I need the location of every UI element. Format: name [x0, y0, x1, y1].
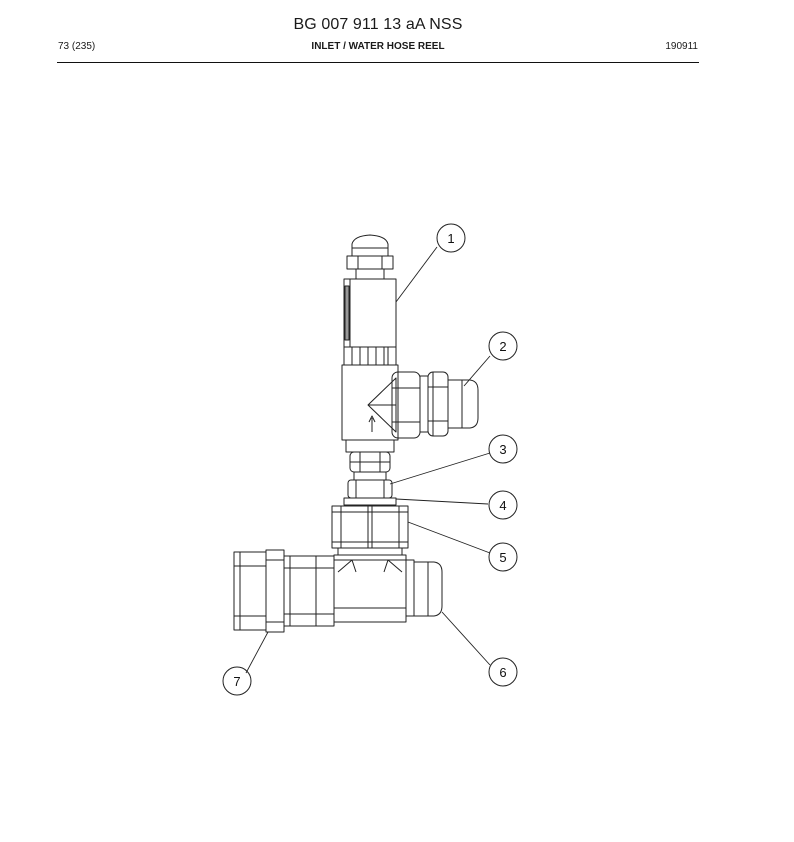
tee-connector-left	[233, 549, 335, 633]
document-code: 190911	[665, 41, 698, 52]
page-number: 73 (235)	[58, 41, 96, 52]
callout-3: 3	[488, 434, 518, 464]
valve-tee	[341, 364, 399, 441]
callout-7-label: 7	[233, 674, 240, 689]
callout-2: 2	[488, 331, 518, 361]
valve-cap	[346, 234, 394, 280]
callout-3-label: 3	[499, 442, 506, 457]
callout-1-label: 1	[447, 231, 454, 246]
document-title: BG 007 911 13 aA NSS	[293, 16, 463, 33]
callout-4-label: 4	[499, 498, 506, 513]
nipple-upper	[343, 439, 397, 506]
bottom-tee	[333, 554, 407, 623]
section-title: INLET / WATER HOSE REEL	[311, 41, 445, 52]
callout-7: 7	[222, 666, 252, 696]
callout-1: 1	[436, 223, 466, 253]
header-rule	[57, 62, 699, 63]
hex-nut	[331, 505, 409, 556]
callout-4: 4	[488, 490, 518, 520]
callout-5-label: 5	[499, 550, 506, 565]
valve-body	[343, 278, 397, 366]
tee-outlet-right	[405, 559, 443, 617]
leader-lines	[245, 246, 491, 674]
side-outlet	[391, 371, 479, 439]
callout-5: 5	[488, 542, 518, 572]
callout-2-label: 2	[499, 339, 506, 354]
callout-6-label: 6	[499, 665, 506, 680]
callout-6: 6	[488, 657, 518, 687]
